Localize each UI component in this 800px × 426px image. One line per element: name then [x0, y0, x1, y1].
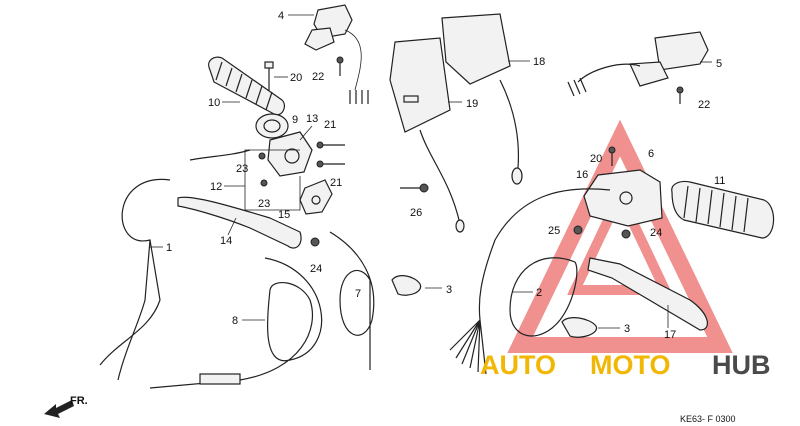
watermark-logo — [507, 119, 733, 353]
choke-cable — [329, 231, 375, 370]
callout-14: 14 — [220, 235, 232, 247]
right-mirror — [441, 13, 523, 185]
right-grip — [671, 180, 775, 239]
callout-24-left: 24 — [310, 263, 322, 275]
direction-label: FR. — [70, 395, 88, 407]
brake-lever — [587, 257, 708, 331]
callout-22-top: 22 — [312, 71, 324, 83]
callout-11: 11 — [714, 175, 725, 187]
callout-26: 26 — [410, 207, 422, 219]
callout-21-b: 21 — [330, 177, 342, 189]
throttle-grip — [208, 56, 289, 139]
callout-15: 15 — [278, 209, 290, 221]
screws-21 — [316, 141, 345, 168]
callout-25: 25 — [548, 225, 560, 237]
screw-26 — [400, 183, 429, 193]
callout-2: 2 — [536, 287, 542, 299]
callout-13: 13 — [306, 113, 318, 125]
clutch-lever — [177, 196, 302, 249]
watermark-part1: AUTO — [480, 350, 556, 380]
callout-23-b: 23 — [258, 198, 270, 210]
callout-21-a: 21 — [324, 119, 336, 131]
lever-bracket — [299, 179, 333, 215]
throttle-cable — [99, 149, 251, 381]
callout-5: 5 — [716, 58, 722, 70]
callout-3-b: 3 — [624, 323, 630, 335]
wire-harness — [449, 188, 611, 375]
callout-20-right: 20 — [590, 153, 602, 165]
callout-7: 7 — [355, 288, 361, 300]
brake-master-cylinder — [583, 169, 663, 227]
callout-10: 10 — [208, 97, 220, 109]
callout-19: 19 — [466, 98, 478, 110]
callout-17: 17 — [664, 329, 676, 341]
front-arrow-icon — [44, 400, 74, 418]
callout-18: 18 — [533, 56, 545, 68]
watermark-part3: HUB — [712, 350, 771, 380]
diagram-code: KE63- F 0300 — [680, 414, 736, 424]
screw-22-top — [336, 56, 344, 76]
right-switch-housing — [567, 31, 709, 97]
callout-9: 9 — [292, 114, 298, 126]
callout-6: 6 — [648, 148, 654, 160]
watermark-part2: MOTO — [590, 350, 671, 380]
callout-16: 16 — [576, 169, 588, 181]
left-switch-housing — [304, 4, 369, 104]
nut-24-right — [621, 229, 631, 239]
nut-24-left — [310, 237, 320, 247]
nut-25 — [573, 225, 583, 235]
callout-24-right: 24 — [650, 227, 662, 239]
callout-23-a: 23 — [236, 163, 248, 175]
callout-3-a: 3 — [446, 284, 452, 296]
bolt-20 — [264, 61, 274, 92]
left-mirror — [389, 37, 465, 233]
watermark-text: AUTO MOTO HUB — [480, 350, 771, 380]
callout-1: 1 — [166, 242, 172, 254]
cable-clip-right — [561, 317, 598, 338]
clutch-cable — [149, 257, 323, 389]
callout-20-left: 20 — [290, 72, 302, 84]
throttle-housing — [267, 131, 313, 177]
callout-12: 12 — [210, 181, 222, 193]
cable-clip-left — [391, 275, 422, 296]
callout-8: 8 — [232, 315, 238, 327]
callout-22-right: 22 — [698, 99, 710, 111]
callout-4: 4 — [278, 10, 284, 22]
